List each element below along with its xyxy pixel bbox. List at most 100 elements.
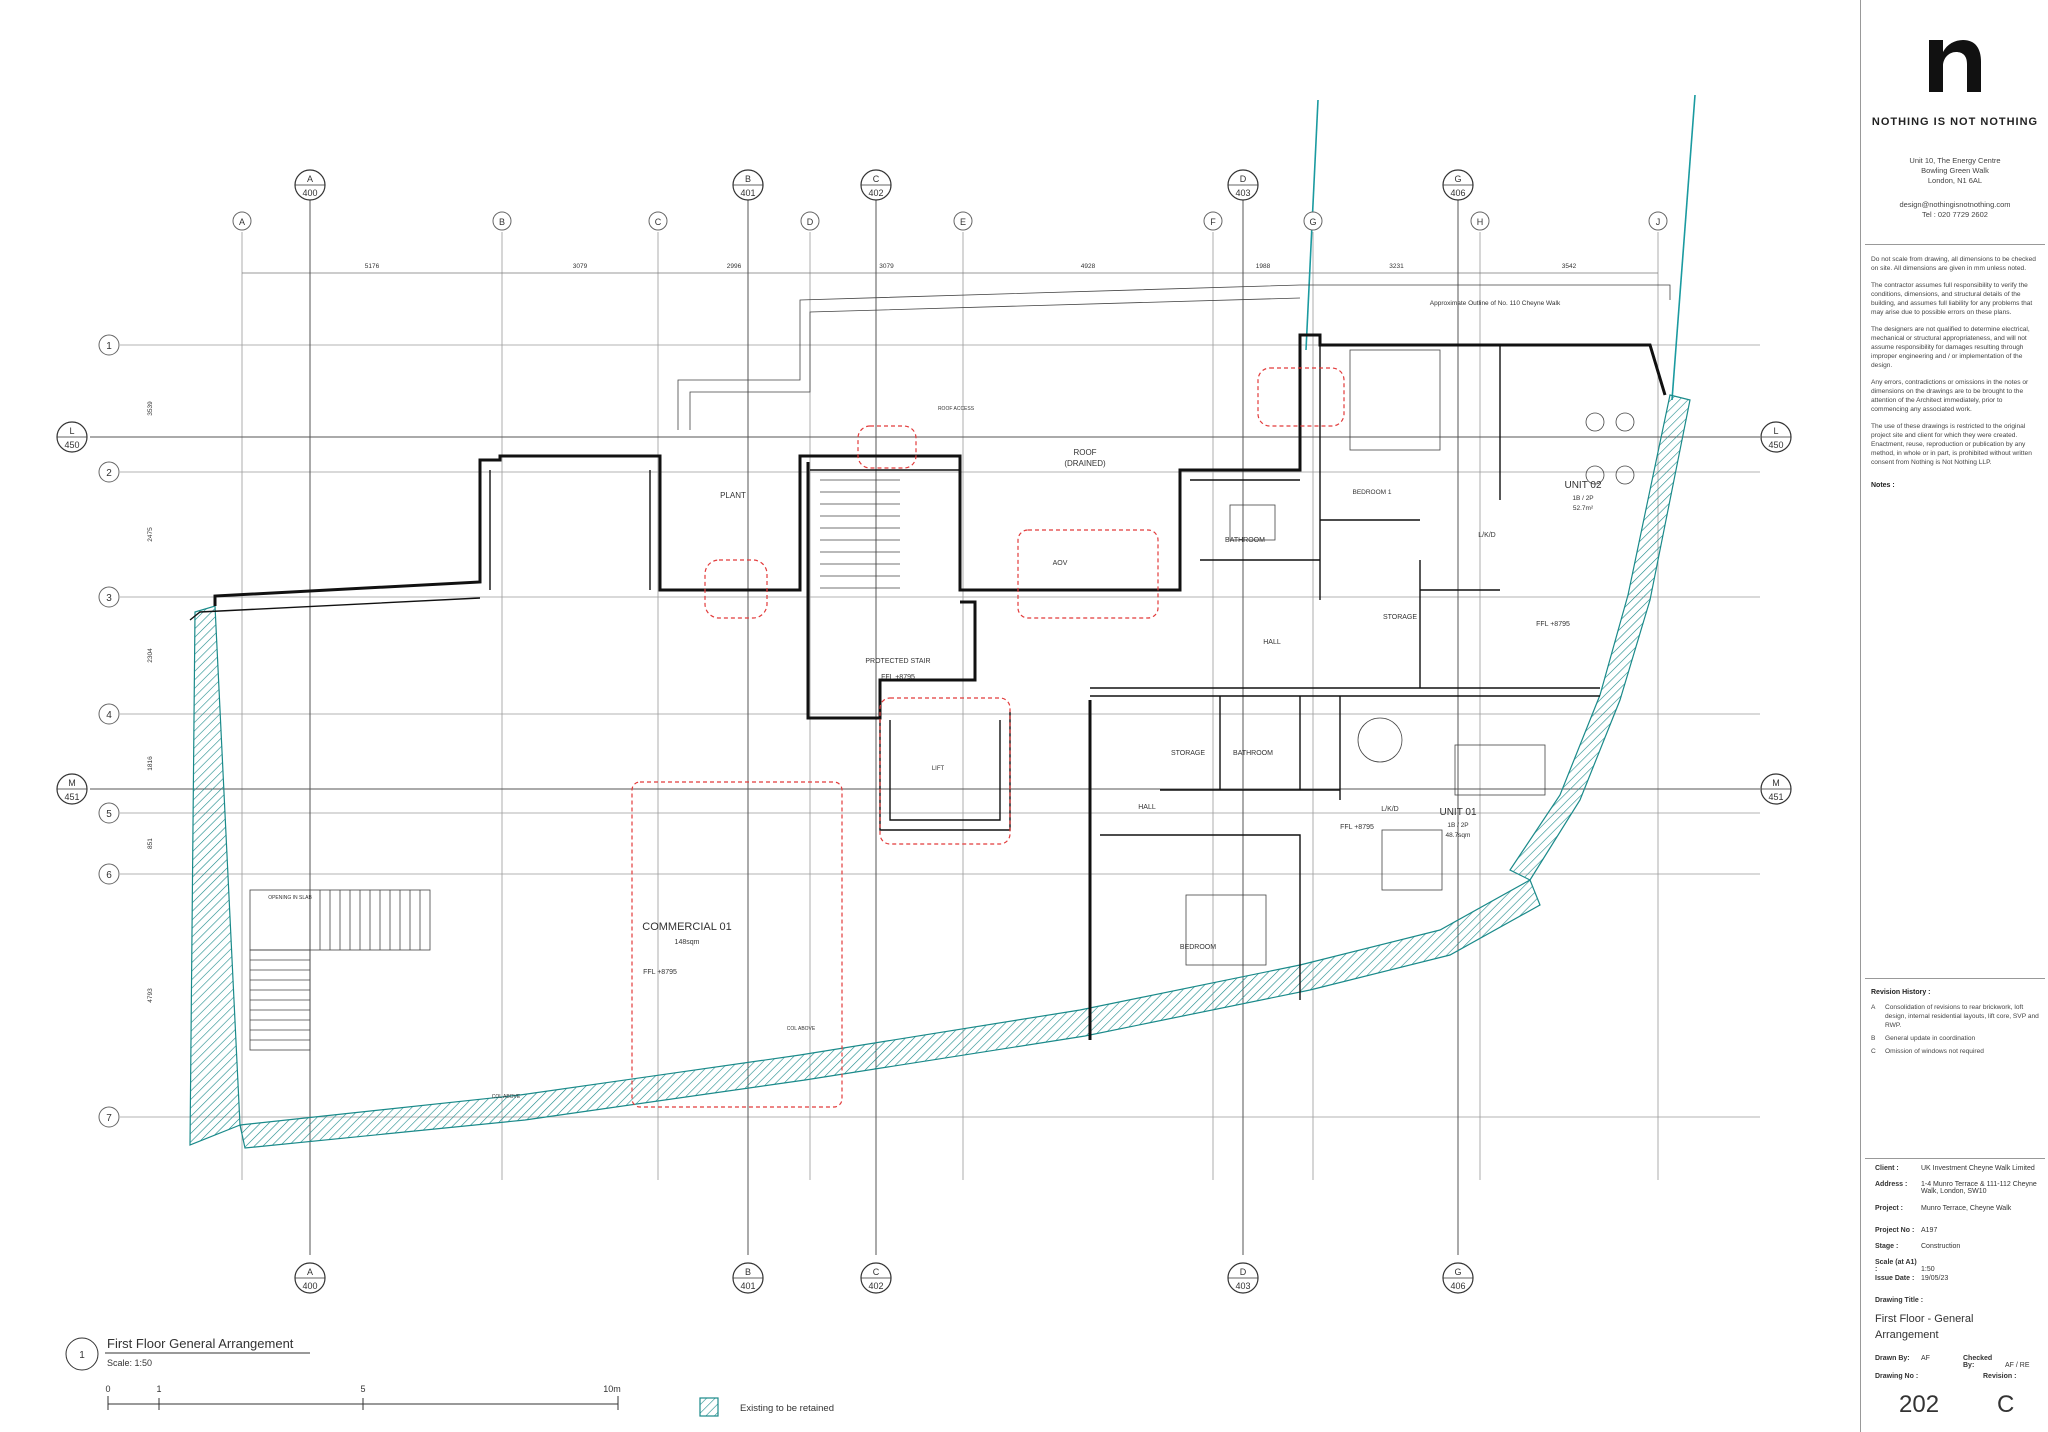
unit01-area: 48.7sqm	[1446, 832, 1471, 839]
unit02-area: 52.7m²	[1573, 505, 1594, 512]
section-letter: L	[1773, 426, 1778, 436]
section-letter: L	[69, 426, 74, 436]
revision-cloud-roof	[1257, 367, 1345, 427]
existing-wall-west	[189, 605, 241, 1146]
parapet-walls	[189, 469, 1300, 621]
section-number: 401	[740, 188, 755, 198]
dimension-4: 4928	[1081, 263, 1096, 270]
unit01-sub: 1B / 2P	[1447, 822, 1468, 829]
existing-wall-east	[1509, 394, 1691, 881]
revision-cloud-commercial	[631, 781, 843, 1108]
grid-label-row-1: 1	[106, 341, 112, 352]
section-number: 451	[1768, 792, 1783, 802]
revision-cloud-plant	[704, 559, 768, 619]
grid-bubble-row-1	[98, 334, 120, 356]
grid-bubble-E	[953, 211, 973, 231]
grid-lines	[90, 200, 1760, 1255]
col-above-label-1: COL ABOVE	[492, 1094, 521, 1100]
left-dimension-4: 851	[147, 838, 154, 849]
room-label-bedroom-lower: BEDROOM	[1180, 944, 1216, 951]
floor-plan-drawing: PLANT ROOF (DRAINED) ROOF ACCESS AOV PRO…	[56, 94, 1792, 1417]
dimension-2: 2996	[727, 263, 742, 270]
room-label-commercial: COMMERCIAL 01	[642, 921, 731, 933]
unit01-label: UNIT 01	[1439, 807, 1476, 818]
revision-cloud-stair	[857, 425, 917, 469]
grid-bubble-row-4	[98, 703, 120, 725]
left-dimension-3: 1816	[147, 756, 154, 771]
grid-label-row-3: 3	[106, 593, 112, 604]
revision-cloud-aov	[1017, 529, 1159, 619]
grid-label-row-6: 6	[106, 870, 112, 881]
neighbour-outline-inner	[689, 297, 1301, 430]
grid-label-E: E	[960, 217, 966, 227]
unit02-sub: 1B / 2P	[1572, 495, 1593, 502]
room-label-roof: ROOF	[1073, 448, 1096, 457]
stair-tread-lines	[250, 479, 900, 1041]
scalebar-1: 1	[156, 1384, 161, 1394]
roof-access-label: ROOF ACCESS	[938, 406, 975, 412]
section-number: 403	[1235, 188, 1250, 198]
unit02-label: UNIT 02	[1564, 480, 1601, 491]
drawing-revision: C	[1997, 1391, 2015, 1418]
grid-bubble-D	[800, 211, 820, 231]
grid-label-row-7: 7	[106, 1113, 112, 1124]
drawing-number: 202	[1899, 1391, 1940, 1418]
room-label-lift: LIFT	[932, 766, 945, 772]
room-label-aov: AOV	[1053, 560, 1068, 567]
ffl-label-stair: FFL +8795	[881, 674, 915, 681]
section-number: 451	[64, 792, 79, 802]
grid-bubble-row-2	[98, 461, 120, 483]
grid-bubble-row-5	[98, 802, 120, 824]
section-number: 402	[868, 1281, 883, 1291]
left-dimension-2: 2304	[147, 648, 154, 663]
firm-address: Unit 10, The Energy Centre Bowling Green…	[1909, 156, 2001, 185]
section-number: 450	[64, 440, 79, 450]
ffl-label-unit01: FFL +8795	[1340, 824, 1374, 831]
grid-bubble-J	[1648, 211, 1668, 231]
grid-label-H: H	[1477, 217, 1484, 227]
section-letter: C	[873, 174, 880, 184]
grid-bubble-C	[648, 211, 668, 231]
section-number: 401	[740, 1281, 755, 1291]
room-label-hall-lower: HALL	[1138, 804, 1156, 811]
room-label-protected-stair: PROTECTED STAIR	[865, 658, 930, 665]
room-label-bathroom-lower: BATHROOM	[1233, 750, 1273, 757]
room-label-storage-upper: STORAGE	[1383, 614, 1417, 621]
view-scale: Scale: 1:50	[107, 1358, 152, 1368]
firm-contact: design@nothingisnotnothing.com Tel : 020…	[1899, 200, 2011, 219]
grid-bubble-H	[1470, 211, 1490, 231]
ffl-label-unit02: FFL +8795	[1536, 621, 1570, 628]
room-label-storage-lower: STORAGE	[1171, 750, 1205, 757]
section-letter: G	[1454, 174, 1461, 184]
legend-swatch	[699, 1397, 719, 1417]
left-dimension-1: 2475	[147, 527, 154, 542]
main-outer-wall	[213, 333, 1667, 606]
grid-label-row-5: 5	[106, 809, 112, 820]
view-title: First Floor General Arrangement	[107, 1336, 294, 1351]
dimension-1: 3079	[573, 263, 588, 270]
room-label-lkd-lower: L/K/D	[1381, 806, 1399, 813]
room-label-roof-sub: (DRAINED)	[1064, 459, 1106, 468]
grid-label-row-2: 2	[106, 468, 112, 479]
grid-bubble-row-3	[98, 586, 120, 608]
grid-bubble-A	[232, 211, 252, 231]
room-label-hall-upper: HALL	[1263, 639, 1281, 646]
drawing-title-line2: Arrangement	[1875, 1329, 1939, 1341]
room-label-lkd-upper: L/K/D	[1478, 532, 1496, 539]
revision-cloud-lift	[879, 697, 1011, 845]
section-number: 400	[302, 1281, 317, 1291]
section-letter: D	[1240, 174, 1247, 184]
scalebar-10: 10m	[603, 1384, 621, 1394]
section-letter: G	[1454, 1267, 1461, 1277]
grid-label-G: G	[1309, 217, 1316, 227]
room-label-plant: PLANT	[720, 491, 746, 500]
unit02-partitions	[1200, 345, 1501, 688]
furniture	[1185, 349, 1635, 966]
lift-walls	[879, 712, 1011, 831]
section-letter: M	[68, 778, 76, 788]
grid-label-J: J	[1656, 217, 1661, 227]
section-letter: B	[745, 1267, 751, 1277]
section-letter: A	[307, 174, 313, 184]
unit01-partitions	[1100, 696, 1341, 1000]
